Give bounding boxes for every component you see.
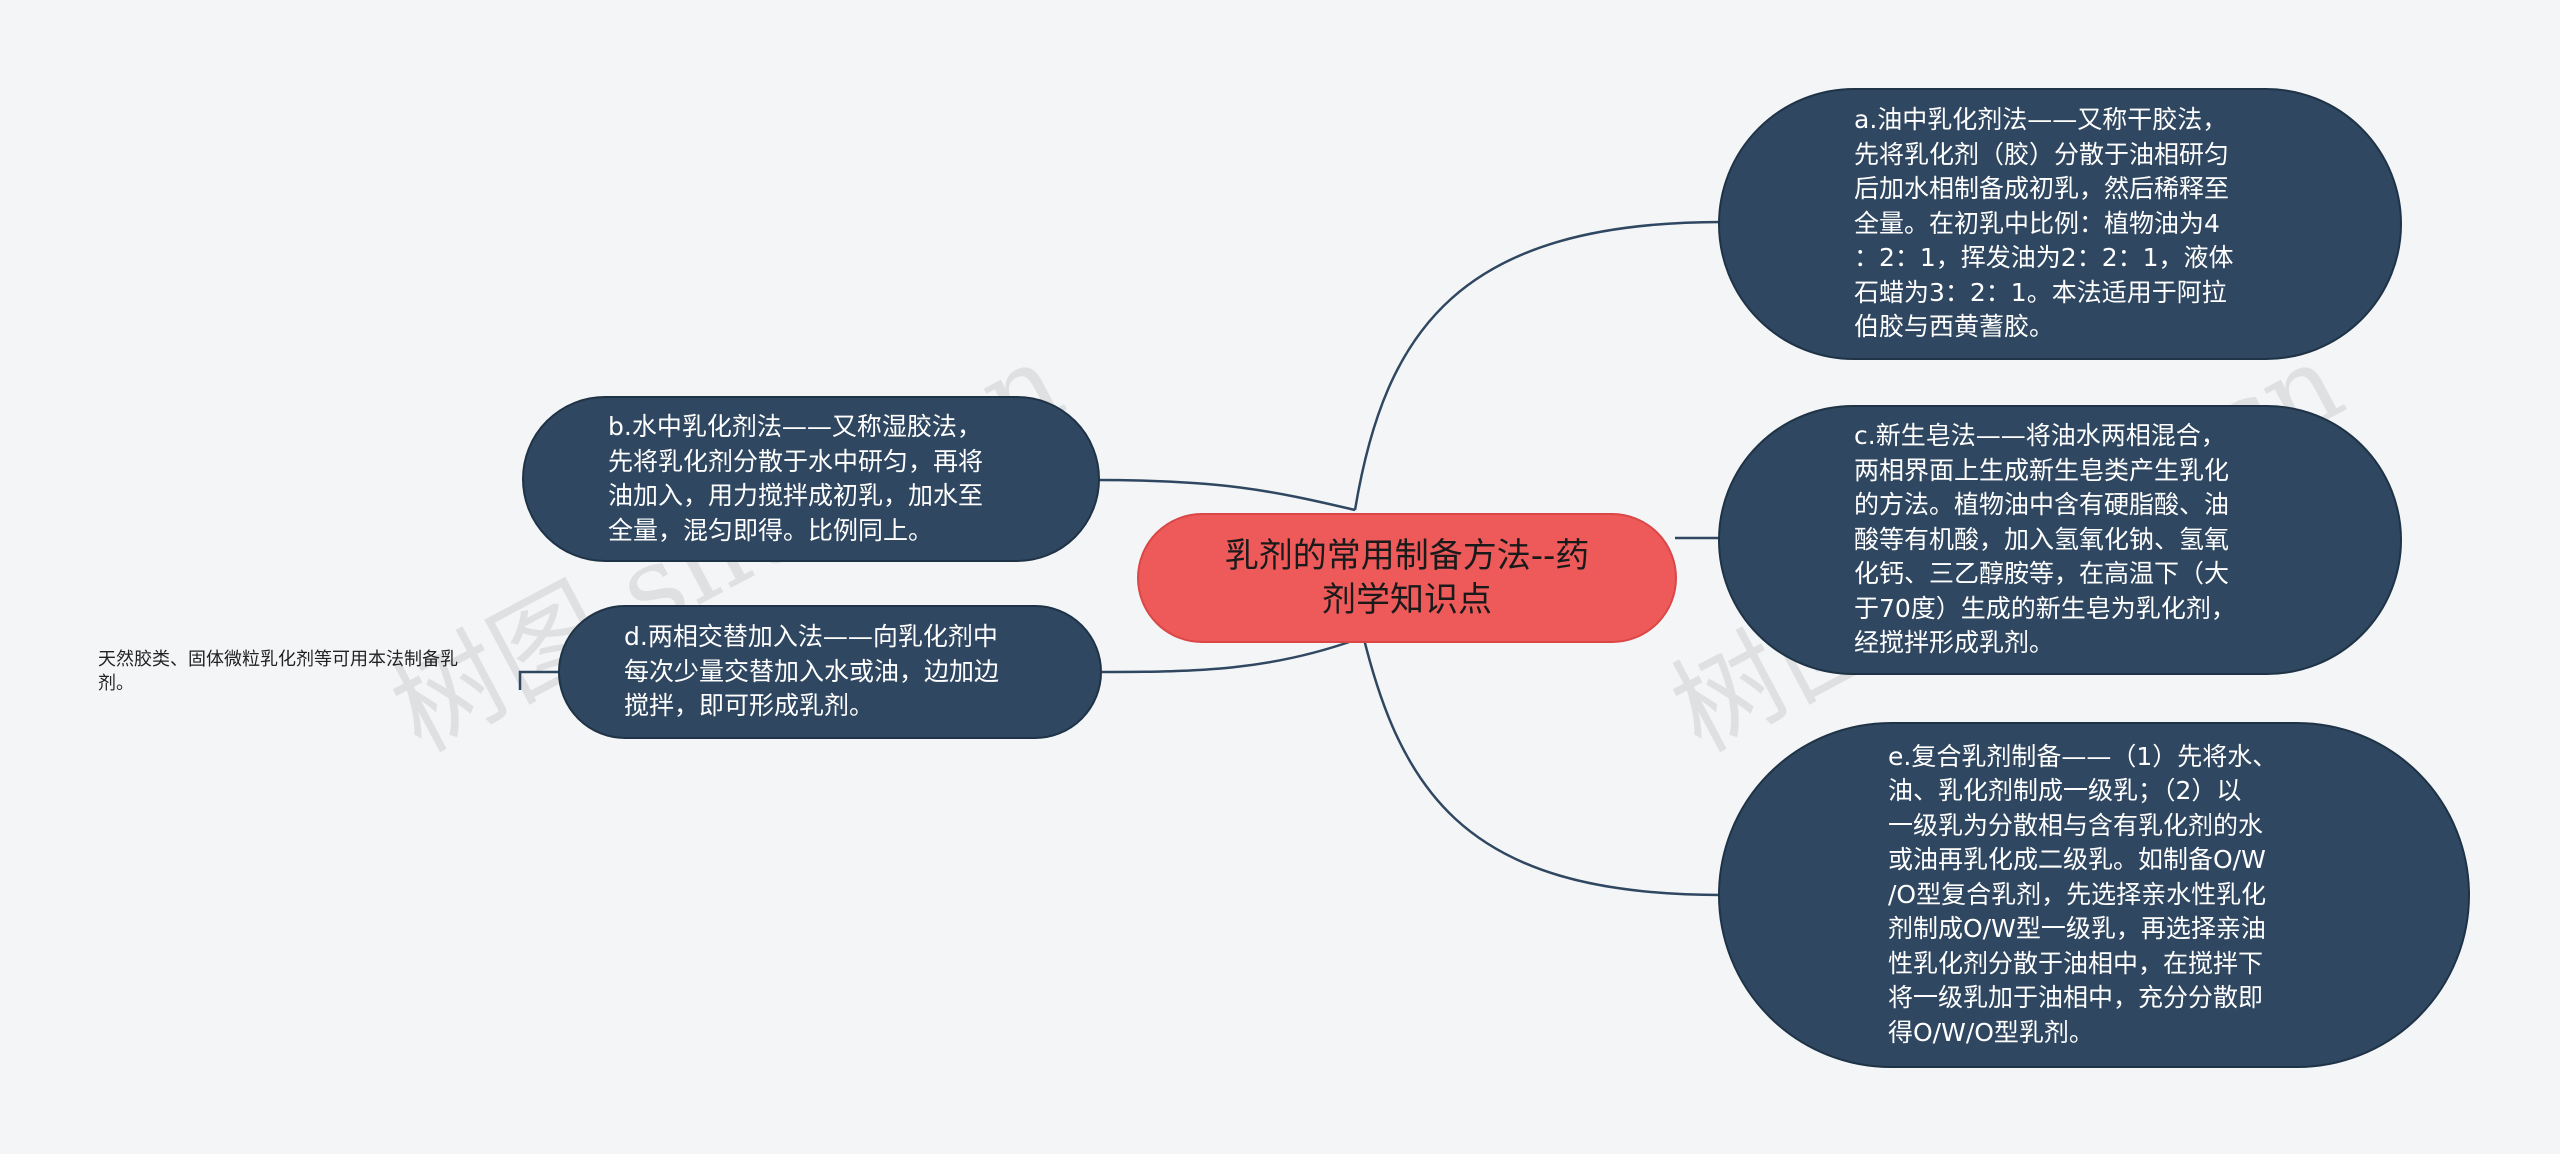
topic-node-a[interactable]: a.油中乳化剂法——又称干胶法， 先将乳化剂（胶）分散于油相研匀 后加水相制备成…: [1718, 88, 2402, 360]
topic-node-d-text: d.两相交替加入法——向乳化剂中 每次少量交替加入水或油，边加边 搅拌，即可形成…: [624, 622, 1000, 721]
topic-node-d[interactable]: d.两相交替加入法——向乳化剂中 每次少量交替加入水或油，边加边 搅拌，即可形成…: [558, 605, 1102, 739]
connector-center-to-b: [1094, 478, 1356, 512]
topic-node-b[interactable]: b.水中乳化剂法——又称湿胶法， 先将乳化剂分散于水中研匀，再将 油加入，用力搅…: [522, 396, 1100, 562]
connector-center-to-e: [1353, 599, 1723, 897]
connector-center-to-a: [1353, 220, 1723, 511]
topic-node-e-text: e.复合乳剂制备——（1）先将水、 油、乳化剂制成一级乳；（2）以 一级乳为分散…: [1888, 741, 2278, 1047]
connector-d-to-leaf: [518, 670, 558, 690]
center-topic-text: 乳剂的常用制备方法--药 剂学知识点: [1224, 536, 1590, 620]
center-topic[interactable]: 乳剂的常用制备方法--药 剂学知识点: [1137, 513, 1677, 643]
connector-center-to-d: [1101, 638, 1356, 674]
topic-node-c-text: c.新生皂法——将油水两相混合， 两相界面上生成新生皂类产生乳化 的方法。植物油…: [1854, 421, 2236, 658]
leaf-note[interactable]: 天然胶类、固体微粒乳化剂等可用本法制备乳 剂。: [98, 649, 458, 694]
topic-node-e[interactable]: e.复合乳剂制备——（1）先将水、 油、乳化剂制成一级乳；（2）以 一级乳为分散…: [1718, 722, 2470, 1068]
topic-node-b-text: b.水中乳化剂法——又称湿胶法， 先将乳化剂分散于水中研匀，再将 油加入，用力搅…: [608, 412, 984, 545]
topic-node-c[interactable]: c.新生皂法——将油水两相混合， 两相界面上生成新生皂类产生乳化 的方法。植物油…: [1718, 405, 2402, 675]
topic-node-a-text: a.油中乳化剂法——又称干胶法， 先将乳化剂（胶）分散于油相研匀 后加水相制备成…: [1854, 105, 2234, 342]
